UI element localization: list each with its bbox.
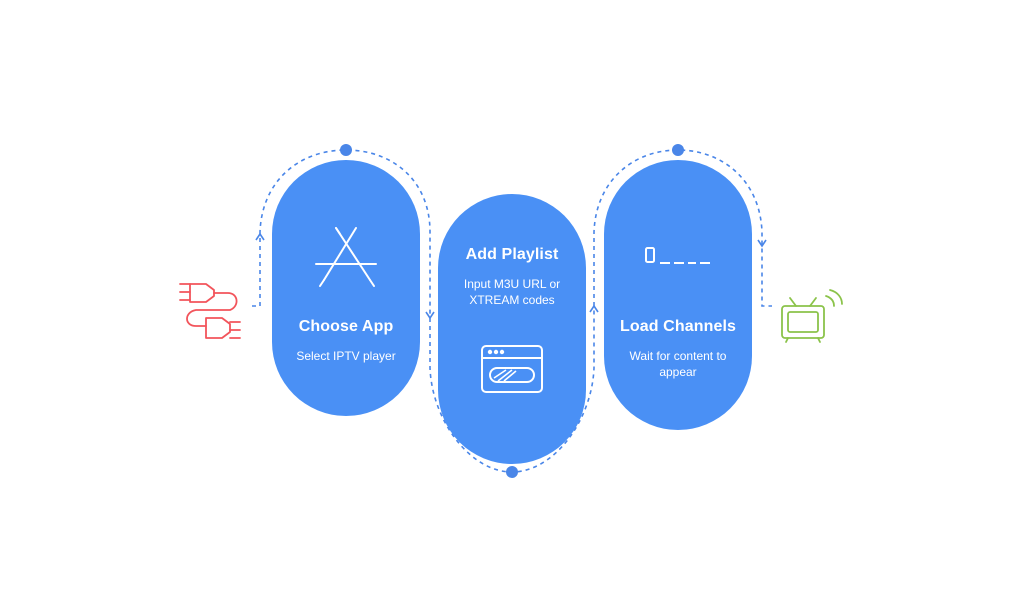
step-description-add-playlist: Input M3U URL or XTREAM codes: [463, 277, 561, 307]
arrow-down-1: [425, 311, 435, 320]
browser-window-icon: [481, 345, 543, 393]
television-icon: [781, 289, 843, 343]
loading-cursor-icon: [645, 247, 710, 264]
step-title-add-playlist: Add Playlist: [465, 246, 559, 263]
step-description-choose-app: Select IPTV player: [296, 349, 396, 363]
path-dot-top-left: [340, 144, 352, 156]
arrow-up-1: [255, 232, 265, 241]
arrow-up-2: [589, 304, 599, 313]
step-card-add-playlist: [438, 194, 586, 464]
flow-arrows: [255, 232, 767, 320]
step-title-load-channels: Load Channels: [620, 318, 736, 335]
step-description-load-channels: Wait for content to appear: [629, 349, 727, 379]
app-store-icon: [315, 227, 377, 287]
step-title-choose-app: Choose App: [298, 318, 394, 335]
arrow-down-2: [757, 239, 767, 248]
path-dot-top-right: [672, 144, 684, 156]
step-card-choose-app: [272, 160, 420, 416]
path-dot-bottom-center: [506, 466, 518, 478]
connector-plugs-icon: [179, 283, 241, 339]
step-card-load-channels: [604, 160, 752, 430]
